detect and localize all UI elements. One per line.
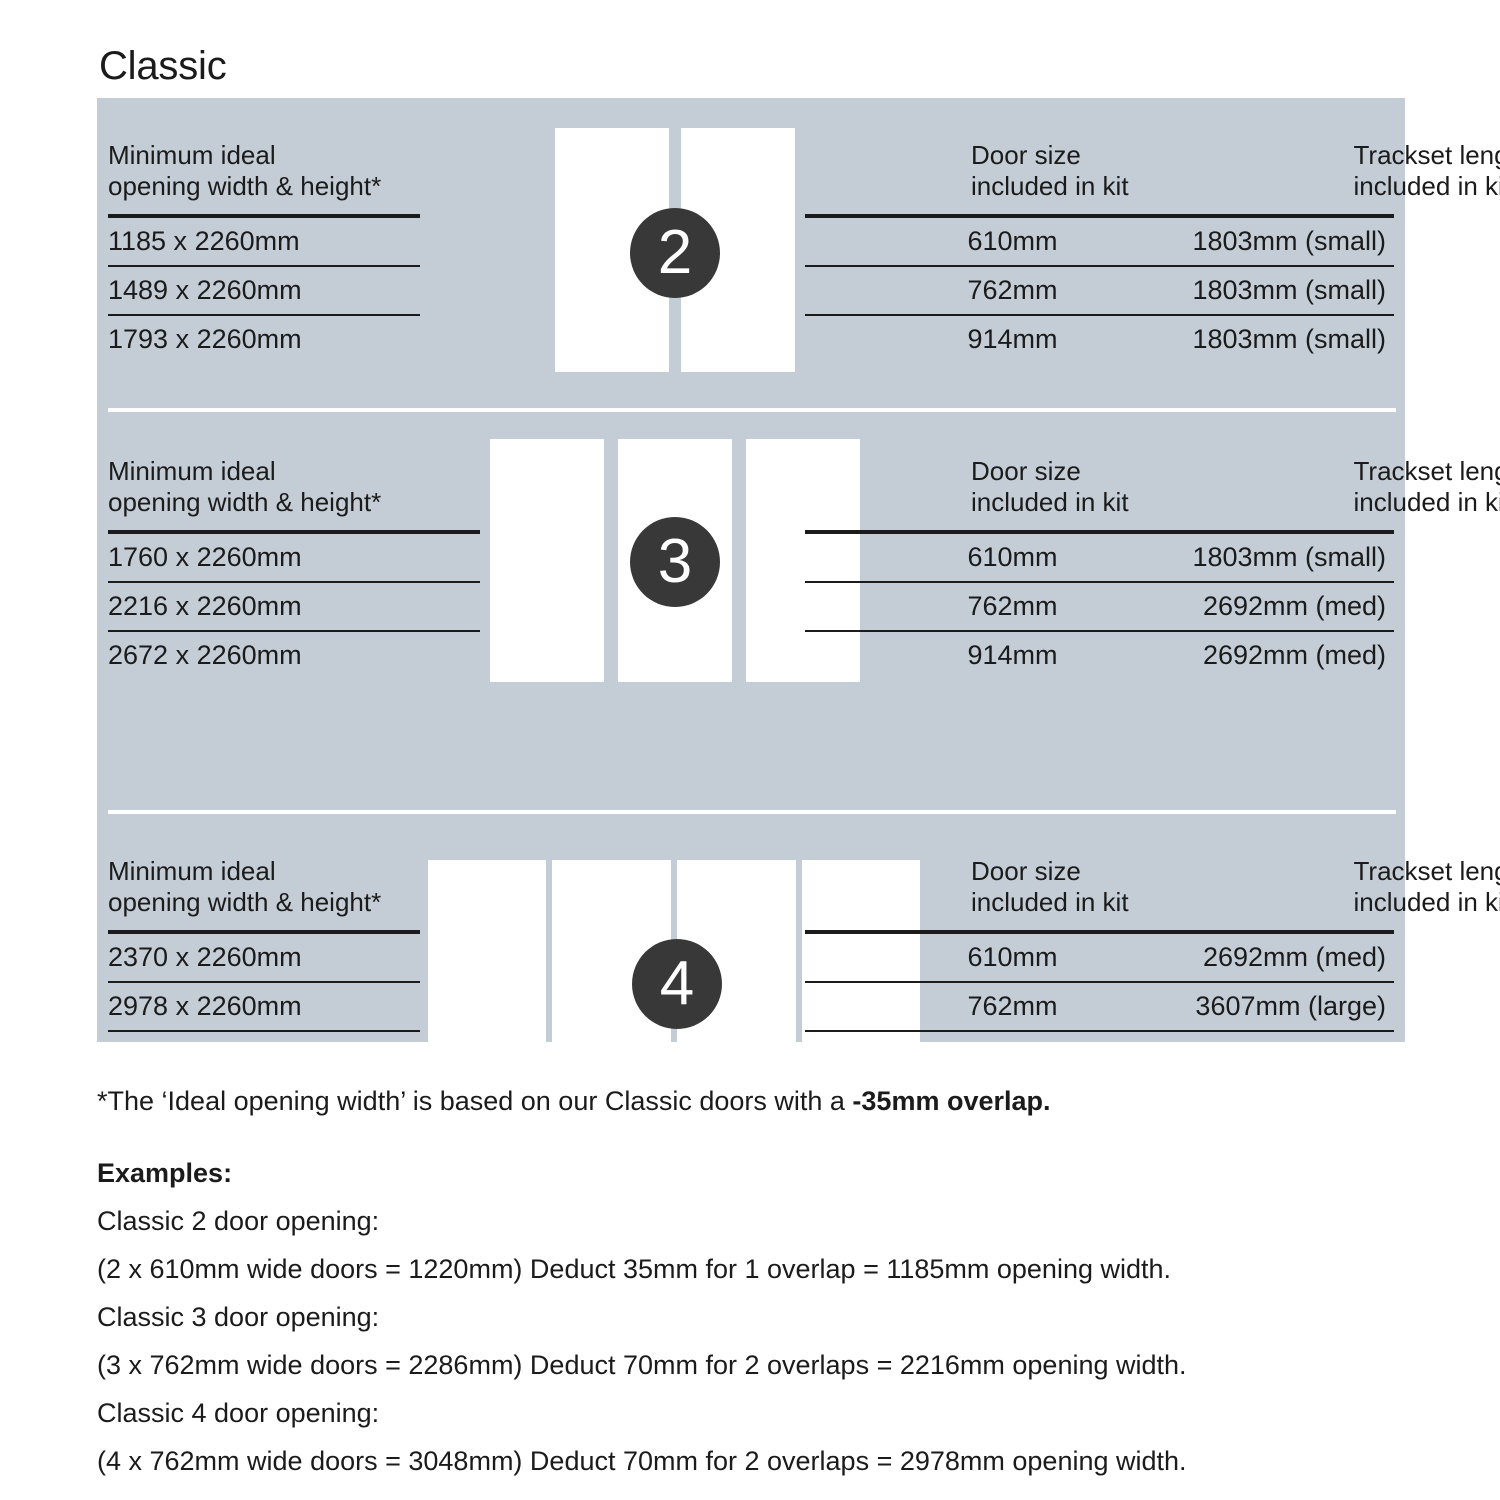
- column-header-trackset: Trackset length included in kit: [1353, 856, 1500, 917]
- column-header-door-size: Door size included in kit: [971, 456, 1129, 517]
- opening-value: 2370 x 2260mm: [108, 942, 302, 972]
- row-rule: [805, 630, 1394, 632]
- specification-panel: Minimum ideal opening width & height* 11…: [97, 98, 1500, 1106]
- door-size-value: 762mm: [967, 591, 1058, 621]
- opening-value: 1489 x 2260mm: [108, 275, 302, 305]
- door-size-value: 762mm: [967, 275, 1058, 305]
- row-rule: [108, 981, 420, 983]
- row-rule: [805, 981, 1394, 983]
- section-divider: [108, 810, 1396, 814]
- example-line: (2 x 610mm wide doors = 1220mm) Deduct 3…: [97, 1254, 1172, 1284]
- door-size-value: 610mm: [967, 942, 1058, 972]
- column-header-opening: Minimum ideal opening width & height*: [108, 856, 382, 917]
- column-header-opening: Minimum ideal opening width & height*: [108, 140, 382, 201]
- examples-title: Examples:: [97, 1158, 233, 1188]
- page-title: Classic: [99, 43, 227, 88]
- row-rule: [805, 581, 1394, 583]
- trackset-value: 1803mm (small): [1192, 226, 1386, 256]
- trackset-value: 3607mm (large): [1195, 991, 1386, 1021]
- door-gap: [732, 439, 746, 682]
- row-rule: [805, 314, 1394, 316]
- column-rule: [805, 930, 1394, 934]
- trackset-value: 2692mm (med): [1202, 640, 1386, 670]
- door-panel: [746, 439, 860, 682]
- door-count-badge: 2: [630, 208, 720, 298]
- opening-value: 1793 x 2260mm: [108, 324, 302, 354]
- row-rule: [108, 581, 480, 583]
- column-rule: [805, 214, 1394, 218]
- example-line: Classic 4 door opening:: [97, 1398, 380, 1428]
- trackset-value: 1803mm (small): [1192, 542, 1386, 572]
- door-panel: [428, 860, 546, 1106]
- column-rule: [108, 930, 420, 934]
- column-header-opening: Minimum ideal opening width & height*: [108, 456, 382, 517]
- row-rule: [805, 265, 1394, 267]
- opening-value: 2216 x 2260mm: [108, 591, 302, 621]
- column-header-trackset: Trackset length included in kit: [1353, 140, 1500, 201]
- section-divider: [108, 408, 1396, 412]
- opening-value: 1760 x 2260mm: [108, 542, 302, 572]
- opening-size-column: Minimum ideal opening width & height* 23…: [108, 856, 420, 1032]
- opening-size-column: Minimum ideal opening width & height* 11…: [108, 140, 420, 363]
- row-rule: [108, 265, 420, 267]
- trackset-value: 1803mm (small): [1192, 324, 1386, 354]
- row-rule: [108, 1030, 420, 1032]
- section-4-door: Minimum ideal opening width & height* 23…: [97, 814, 1500, 1106]
- footnote-text: *The ‘Ideal opening width’ is based on o…: [97, 1086, 853, 1116]
- column-header-trackset: Trackset length included in kit: [1353, 456, 1500, 517]
- door-size-value: 914mm: [967, 640, 1058, 670]
- section-3-door: Minimum ideal opening width & height* 17…: [97, 414, 1500, 810]
- opening-value: 2672 x 2260mm: [108, 640, 302, 670]
- footnote-emphasis: -35mm overlap.: [852, 1086, 1051, 1116]
- door-gap: [604, 439, 618, 682]
- trackset-value: 1803mm (small): [1192, 275, 1386, 305]
- opening-value: 1185 x 2260mm: [108, 226, 300, 256]
- door-size-value: 610mm: [967, 542, 1058, 572]
- kit-columns: Door size included in kit Trackset lengt…: [805, 456, 1500, 679]
- door-panel: [490, 439, 604, 682]
- door-count-badge: 3: [630, 517, 720, 607]
- door-count-badge: 4: [632, 939, 722, 1029]
- example-line: Classic 3 door opening:: [97, 1302, 380, 1332]
- door-size-value: 762mm: [967, 991, 1058, 1021]
- door-size-value: 610mm: [967, 226, 1058, 256]
- trackset-value: 2692mm (med): [1202, 591, 1386, 621]
- opening-value: 2978 x 2260mm: [108, 991, 302, 1021]
- example-line: (4 x 762mm wide doors = 3048mm) Deduct 7…: [97, 1446, 1187, 1476]
- trackset-value: 2692mm (med): [1202, 942, 1386, 972]
- opening-size-column: Minimum ideal opening width & height* 17…: [108, 456, 480, 679]
- row-rule: [805, 1030, 1394, 1032]
- column-rule: [108, 530, 480, 534]
- kit-columns: Door size included in kit Trackset lengt…: [805, 856, 1500, 1032]
- column-rule: [805, 530, 1394, 534]
- row-rule: [108, 630, 480, 632]
- column-header-door-size: Door size included in kit: [971, 856, 1129, 917]
- example-line: (3 x 762mm wide doors = 2286mm) Deduct 7…: [97, 1350, 1187, 1380]
- footnote: *The ‘Ideal opening width’ is based on o…: [97, 1086, 1051, 1117]
- door-size-value: 914mm: [967, 324, 1058, 354]
- column-rule: [108, 214, 420, 218]
- door-diagram-4: [428, 860, 920, 1106]
- door-panel: [802, 860, 920, 1106]
- column-header-door-size: Door size included in kit: [971, 140, 1129, 201]
- section-2-door: Minimum ideal opening width & height* 11…: [97, 98, 1500, 410]
- row-rule: [108, 314, 420, 316]
- example-line: Classic 2 door opening:: [97, 1206, 380, 1236]
- kit-columns: Door size included in kit Trackset lengt…: [805, 140, 1500, 363]
